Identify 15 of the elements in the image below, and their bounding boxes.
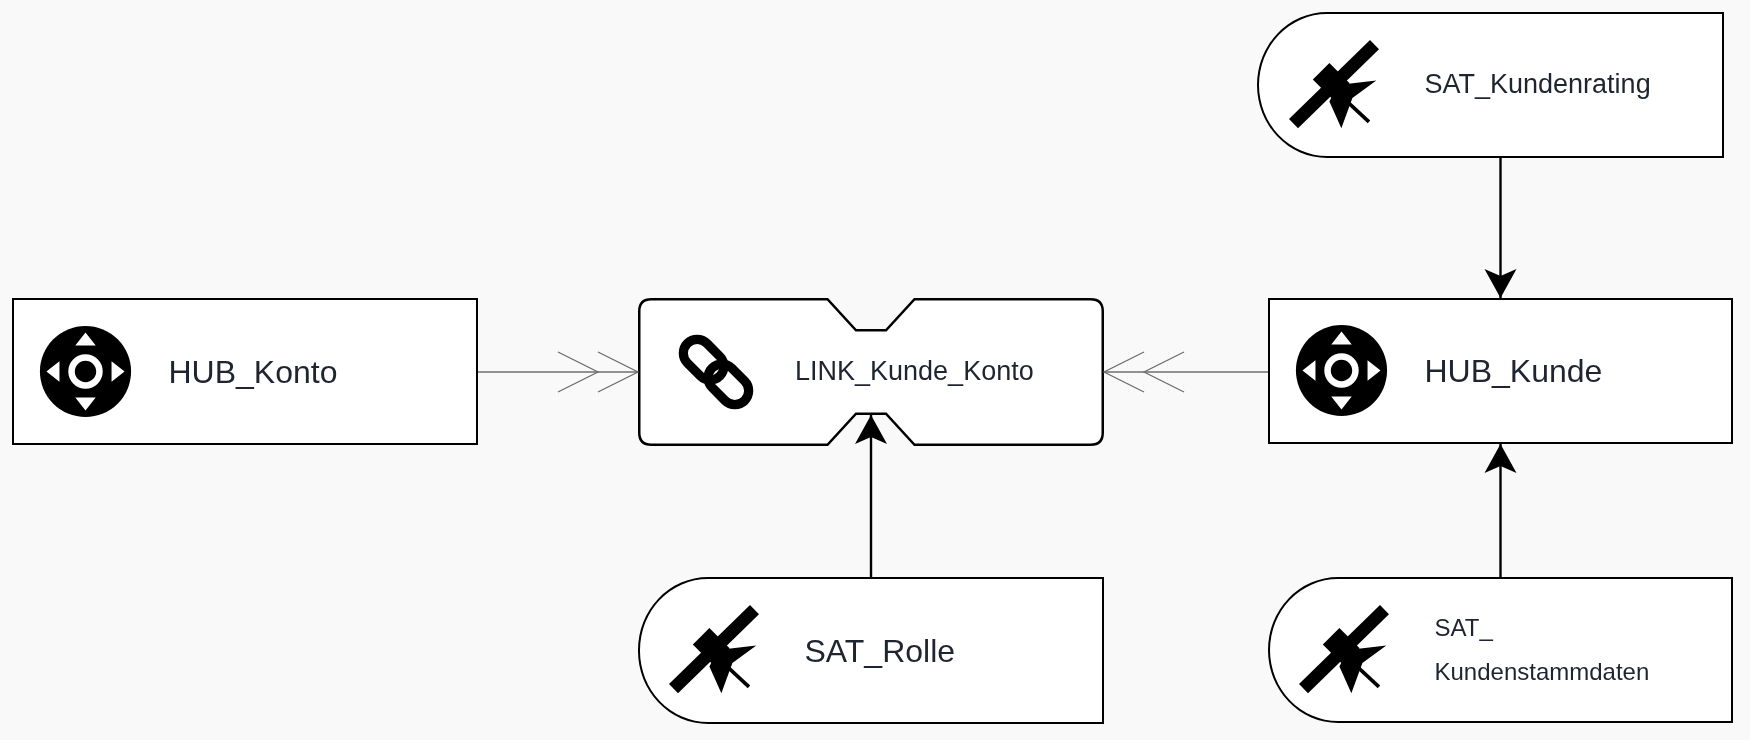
node-label: SAT_Rolle: [804, 631, 956, 671]
arrow: [855, 415, 887, 577]
arrow: [1484, 444, 1517, 577]
hub-box: [1268, 298, 1733, 444]
node-label: HUB_Kunde: [1424, 352, 1603, 391]
node-label: HUB_Konto: [168, 352, 338, 392]
satellite-box: [638, 577, 1104, 724]
satellite-box: [1257, 12, 1724, 158]
hub-box: [12, 298, 478, 445]
arrow: [1484, 158, 1517, 298]
link-box: [638, 298, 1104, 446]
satellite-box: [1268, 577, 1733, 723]
node-label: SAT_Kundenrating: [1424, 68, 1651, 102]
node-label: LINK_Kunde_Konto: [795, 355, 1034, 389]
node-label: SAT_ Kundenstammdaten: [1434, 612, 1651, 687]
